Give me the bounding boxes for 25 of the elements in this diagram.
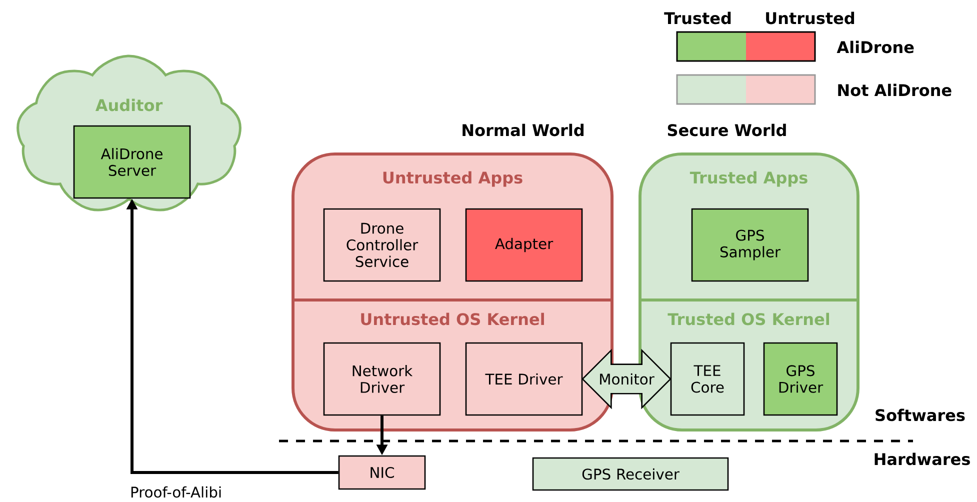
component-box: TEE Core — [670, 342, 745, 416]
column-heading: Untrusted — [766, 12, 854, 24]
world-heading: Secure World — [668, 124, 786, 136]
component-box: GPS Sampler — [691, 208, 809, 282]
component-box: Network Driver — [323, 342, 441, 416]
layer-label: Softwares — [876, 408, 965, 422]
component-box: GPS Receiver — [532, 457, 729, 491]
component-box: GPS Driver — [763, 342, 838, 416]
component-box: NIC — [338, 455, 426, 490]
layer-heading: Untrusted Apps — [383, 171, 522, 187]
component-box: AliDrone Server — [73, 125, 191, 199]
double-arrow — [582, 348, 672, 410]
layer-label: Hardwares — [874, 452, 970, 466]
column-heading: Trusted — [664, 12, 731, 24]
world-heading: Normal World — [462, 124, 584, 136]
legend-label: AliDrone — [836, 40, 914, 54]
layer-heading: Untrusted OS Kernel — [361, 312, 544, 326]
legend-label: Not AliDrone — [838, 84, 952, 96]
component-box: TEE Driver — [465, 342, 583, 416]
layer-heading: Trusted Apps — [690, 171, 808, 187]
layer-heading: Trusted OS Kernel — [668, 312, 830, 326]
edge-label: Proof-of-Alibi — [128, 484, 224, 499]
component-box: Drone Controller Service — [323, 208, 441, 282]
edge-label: Monitor — [600, 373, 654, 385]
component-box: Adapter — [465, 208, 583, 282]
